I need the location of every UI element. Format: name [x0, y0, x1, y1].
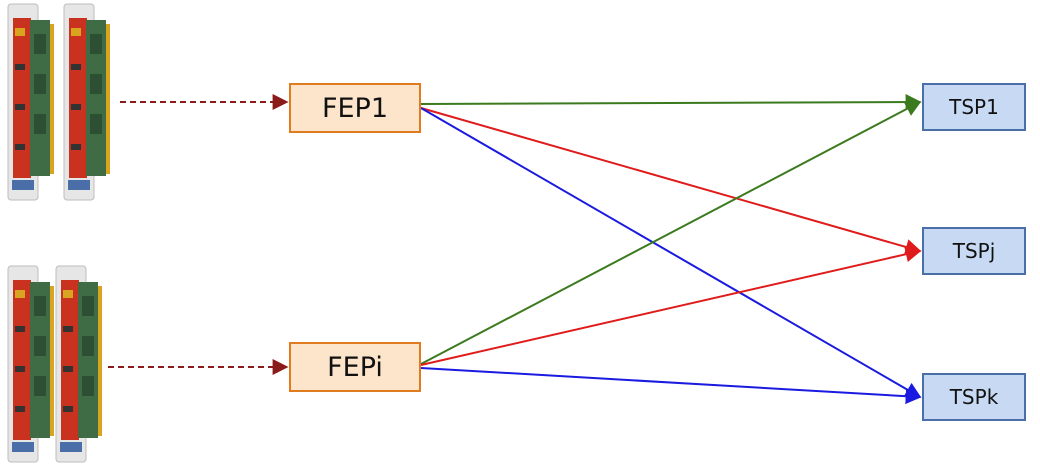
- board-group-bottom: [7, 265, 102, 463]
- fep1-label: FEP1: [321, 92, 389, 124]
- arrow-fep1-to-tsp1: [420, 94, 922, 111]
- tsp1-label: TSP1: [949, 95, 999, 119]
- electronics-board-icon: [7, 265, 54, 463]
- arrow-fep1-to-tspj: [420, 107, 922, 255]
- fepi-node: FEPi: [289, 342, 421, 392]
- tspj-label: TSPj: [952, 239, 996, 263]
- arrow-fepi-to-tspk: [420, 367, 922, 405]
- tsp1-node: TSP1: [922, 83, 1026, 131]
- arrow-fepi-to-tspj: [420, 246, 922, 366]
- tspk-node: TSPk: [922, 373, 1026, 421]
- electronics-board-icon: [55, 265, 102, 463]
- fepi-label: FEPi: [327, 351, 383, 383]
- board-group-top: [7, 3, 110, 201]
- tspk-label: TSPk: [949, 385, 999, 409]
- tspj-node: TSPj: [922, 227, 1026, 275]
- electronics-board-icon: [7, 3, 54, 201]
- fep1-node: FEP1: [289, 83, 421, 133]
- arrow-fep1-to-tspk: [420, 107, 922, 398]
- arrow-fepi-to-tsp1: [420, 101, 922, 365]
- electronics-board-icon: [63, 3, 110, 201]
